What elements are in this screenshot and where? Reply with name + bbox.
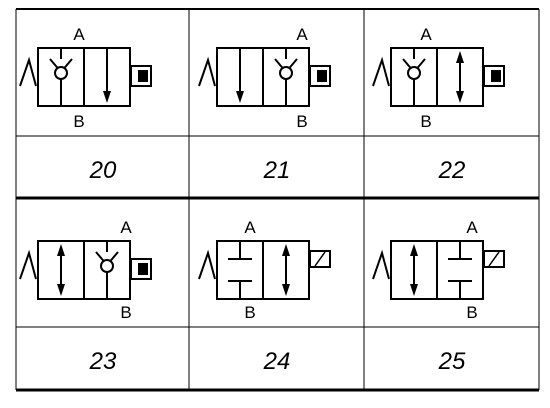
table-grid: [15, 8, 540, 392]
valve-code: 24: [263, 348, 291, 375]
solenoid-winding: [488, 251, 500, 267]
spring-symbol: [198, 249, 216, 280]
arrow-head-down: [282, 284, 290, 296]
port-label-top: A: [73, 25, 85, 44]
solenoid-coil: [309, 65, 331, 87]
valve-code: 21: [263, 157, 291, 184]
solenoid-coil: [309, 250, 331, 268]
valve-symbol: [198, 47, 331, 107]
solenoid-coil: [130, 258, 152, 280]
solenoid-core: [317, 70, 327, 82]
valve-symbol: [19, 240, 152, 300]
valve-symbol: [372, 47, 505, 107]
arrow-head-down: [236, 91, 244, 103]
port-label-top: A: [420, 25, 432, 44]
arrow-head-down: [456, 91, 464, 103]
port-label-bottom: B: [296, 112, 307, 131]
port-label-bottom: B: [466, 303, 477, 322]
arrow-head-up: [282, 244, 290, 256]
valve-code: 23: [89, 348, 117, 375]
port-label-bottom: B: [244, 303, 255, 322]
arrow-head-down: [410, 284, 418, 296]
solenoid-core: [138, 263, 148, 275]
port-label-bottom: B: [73, 112, 84, 131]
spring-symbol: [372, 249, 390, 280]
port-label-bottom: B: [420, 112, 431, 131]
valve-envelope: [262, 240, 310, 300]
valve-cell: A B 25: [372, 218, 505, 375]
check-ball: [100, 259, 114, 273]
solenoid-coil: [483, 250, 505, 268]
arrow-head-down: [103, 91, 111, 103]
valve-cell: A B 20: [19, 25, 152, 184]
spring-symbol: [198, 56, 216, 87]
solenoid-coil: [483, 65, 505, 87]
arrow-head-down: [57, 284, 65, 296]
solenoid-core: [138, 70, 148, 82]
solenoid-winding: [314, 251, 326, 267]
port-label-top: A: [296, 25, 308, 44]
port-label-top: A: [120, 218, 132, 237]
valve-symbol: [372, 240, 505, 300]
arrow-head-up: [57, 244, 65, 256]
solenoid-core: [491, 70, 501, 82]
check-ball: [407, 66, 421, 80]
valve-symbol: [19, 47, 152, 107]
valve-code: 25: [438, 348, 466, 375]
solenoid-coil: [130, 65, 152, 87]
valve-cell: A B 22: [372, 25, 505, 184]
valve-code: 22: [438, 157, 466, 184]
check-ball: [279, 66, 293, 80]
valve-cell: A B 23: [19, 218, 152, 375]
spring-symbol: [372, 56, 390, 87]
valve-code: 20: [89, 157, 117, 184]
valve-symbol: [198, 240, 331, 300]
arrow-head-up: [456, 51, 464, 63]
valve-cell: A B 21: [198, 25, 331, 184]
port-label-top: A: [244, 218, 256, 237]
check-ball: [54, 66, 68, 80]
port-label-bottom: B: [120, 303, 131, 322]
spring-symbol: [19, 56, 37, 87]
port-label-top: A: [466, 218, 478, 237]
arrow-head-up: [410, 244, 418, 256]
valve-cell: A B 24: [198, 218, 331, 375]
spring-symbol: [19, 249, 37, 280]
